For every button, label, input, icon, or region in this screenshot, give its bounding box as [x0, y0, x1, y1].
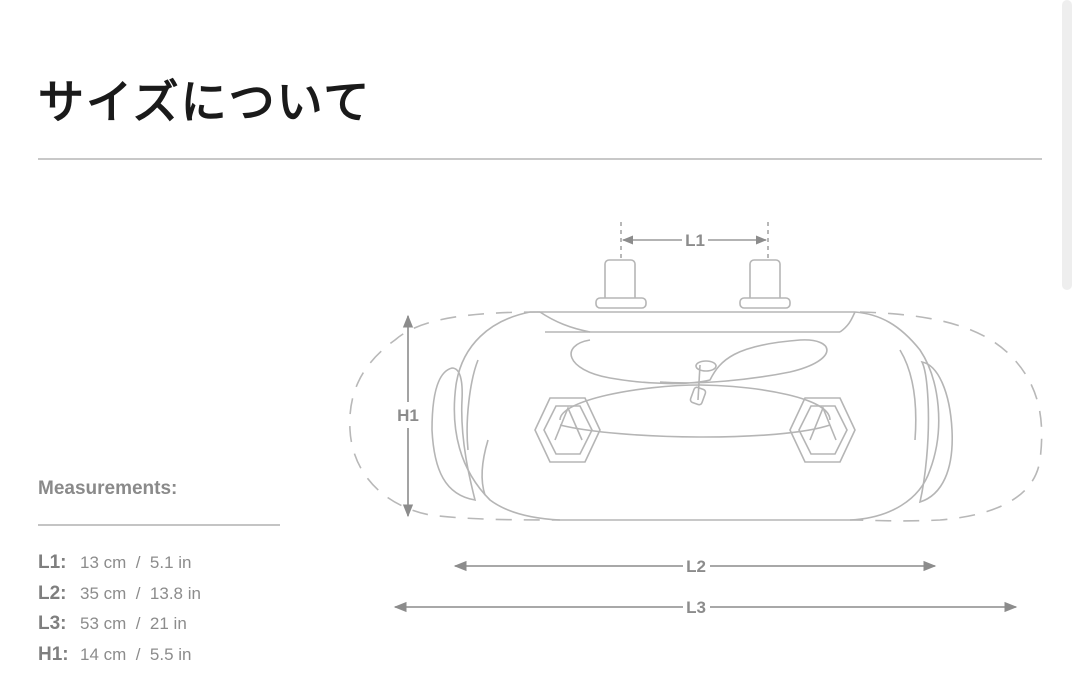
measurement-row-h1: H1: 14 cm / 5.5 in	[38, 640, 201, 671]
measurements-list: L1: 13 cm / 5.1 in L2: 35 cm / 13.8 in L…	[38, 548, 201, 670]
measurement-value: 14 cm / 5.5 in	[80, 644, 192, 664]
l1-label: L1	[685, 231, 705, 250]
measurement-row-l1: L1: 13 cm / 5.1 in	[38, 548, 201, 579]
measurement-key: L2:	[38, 582, 67, 604]
measurements-heading: Measurements:	[38, 478, 178, 499]
measurement-value: 53 cm / 21 in	[80, 614, 187, 634]
title-divider	[38, 158, 1042, 160]
bag-body	[431, 311, 953, 521]
h1-label: H1	[397, 406, 419, 425]
l1-dimension	[620, 222, 769, 258]
measurement-key: L1:	[38, 552, 67, 574]
mount-clips	[595, 259, 791, 309]
bungee-cords	[559, 339, 831, 438]
measurement-key: H1:	[38, 643, 69, 665]
l2-label: L2	[686, 557, 706, 576]
measurement-row-l3: L3: 53 cm / 21 in	[38, 609, 201, 640]
scrollbar[interactable]	[1062, 0, 1072, 290]
measurement-value: 35 cm / 13.8 in	[80, 583, 201, 603]
expanded-outline	[349, 311, 1043, 522]
hex-hooks	[534, 397, 856, 463]
l3-label: L3	[686, 598, 706, 617]
measurement-row-l2: L2: 35 cm / 13.8 in	[38, 579, 201, 610]
page-title: サイズについて	[38, 75, 372, 129]
measurements-divider	[38, 524, 280, 526]
measurement-value: 13 cm / 5.1 in	[80, 553, 192, 573]
measurement-key: L3:	[38, 613, 67, 635]
